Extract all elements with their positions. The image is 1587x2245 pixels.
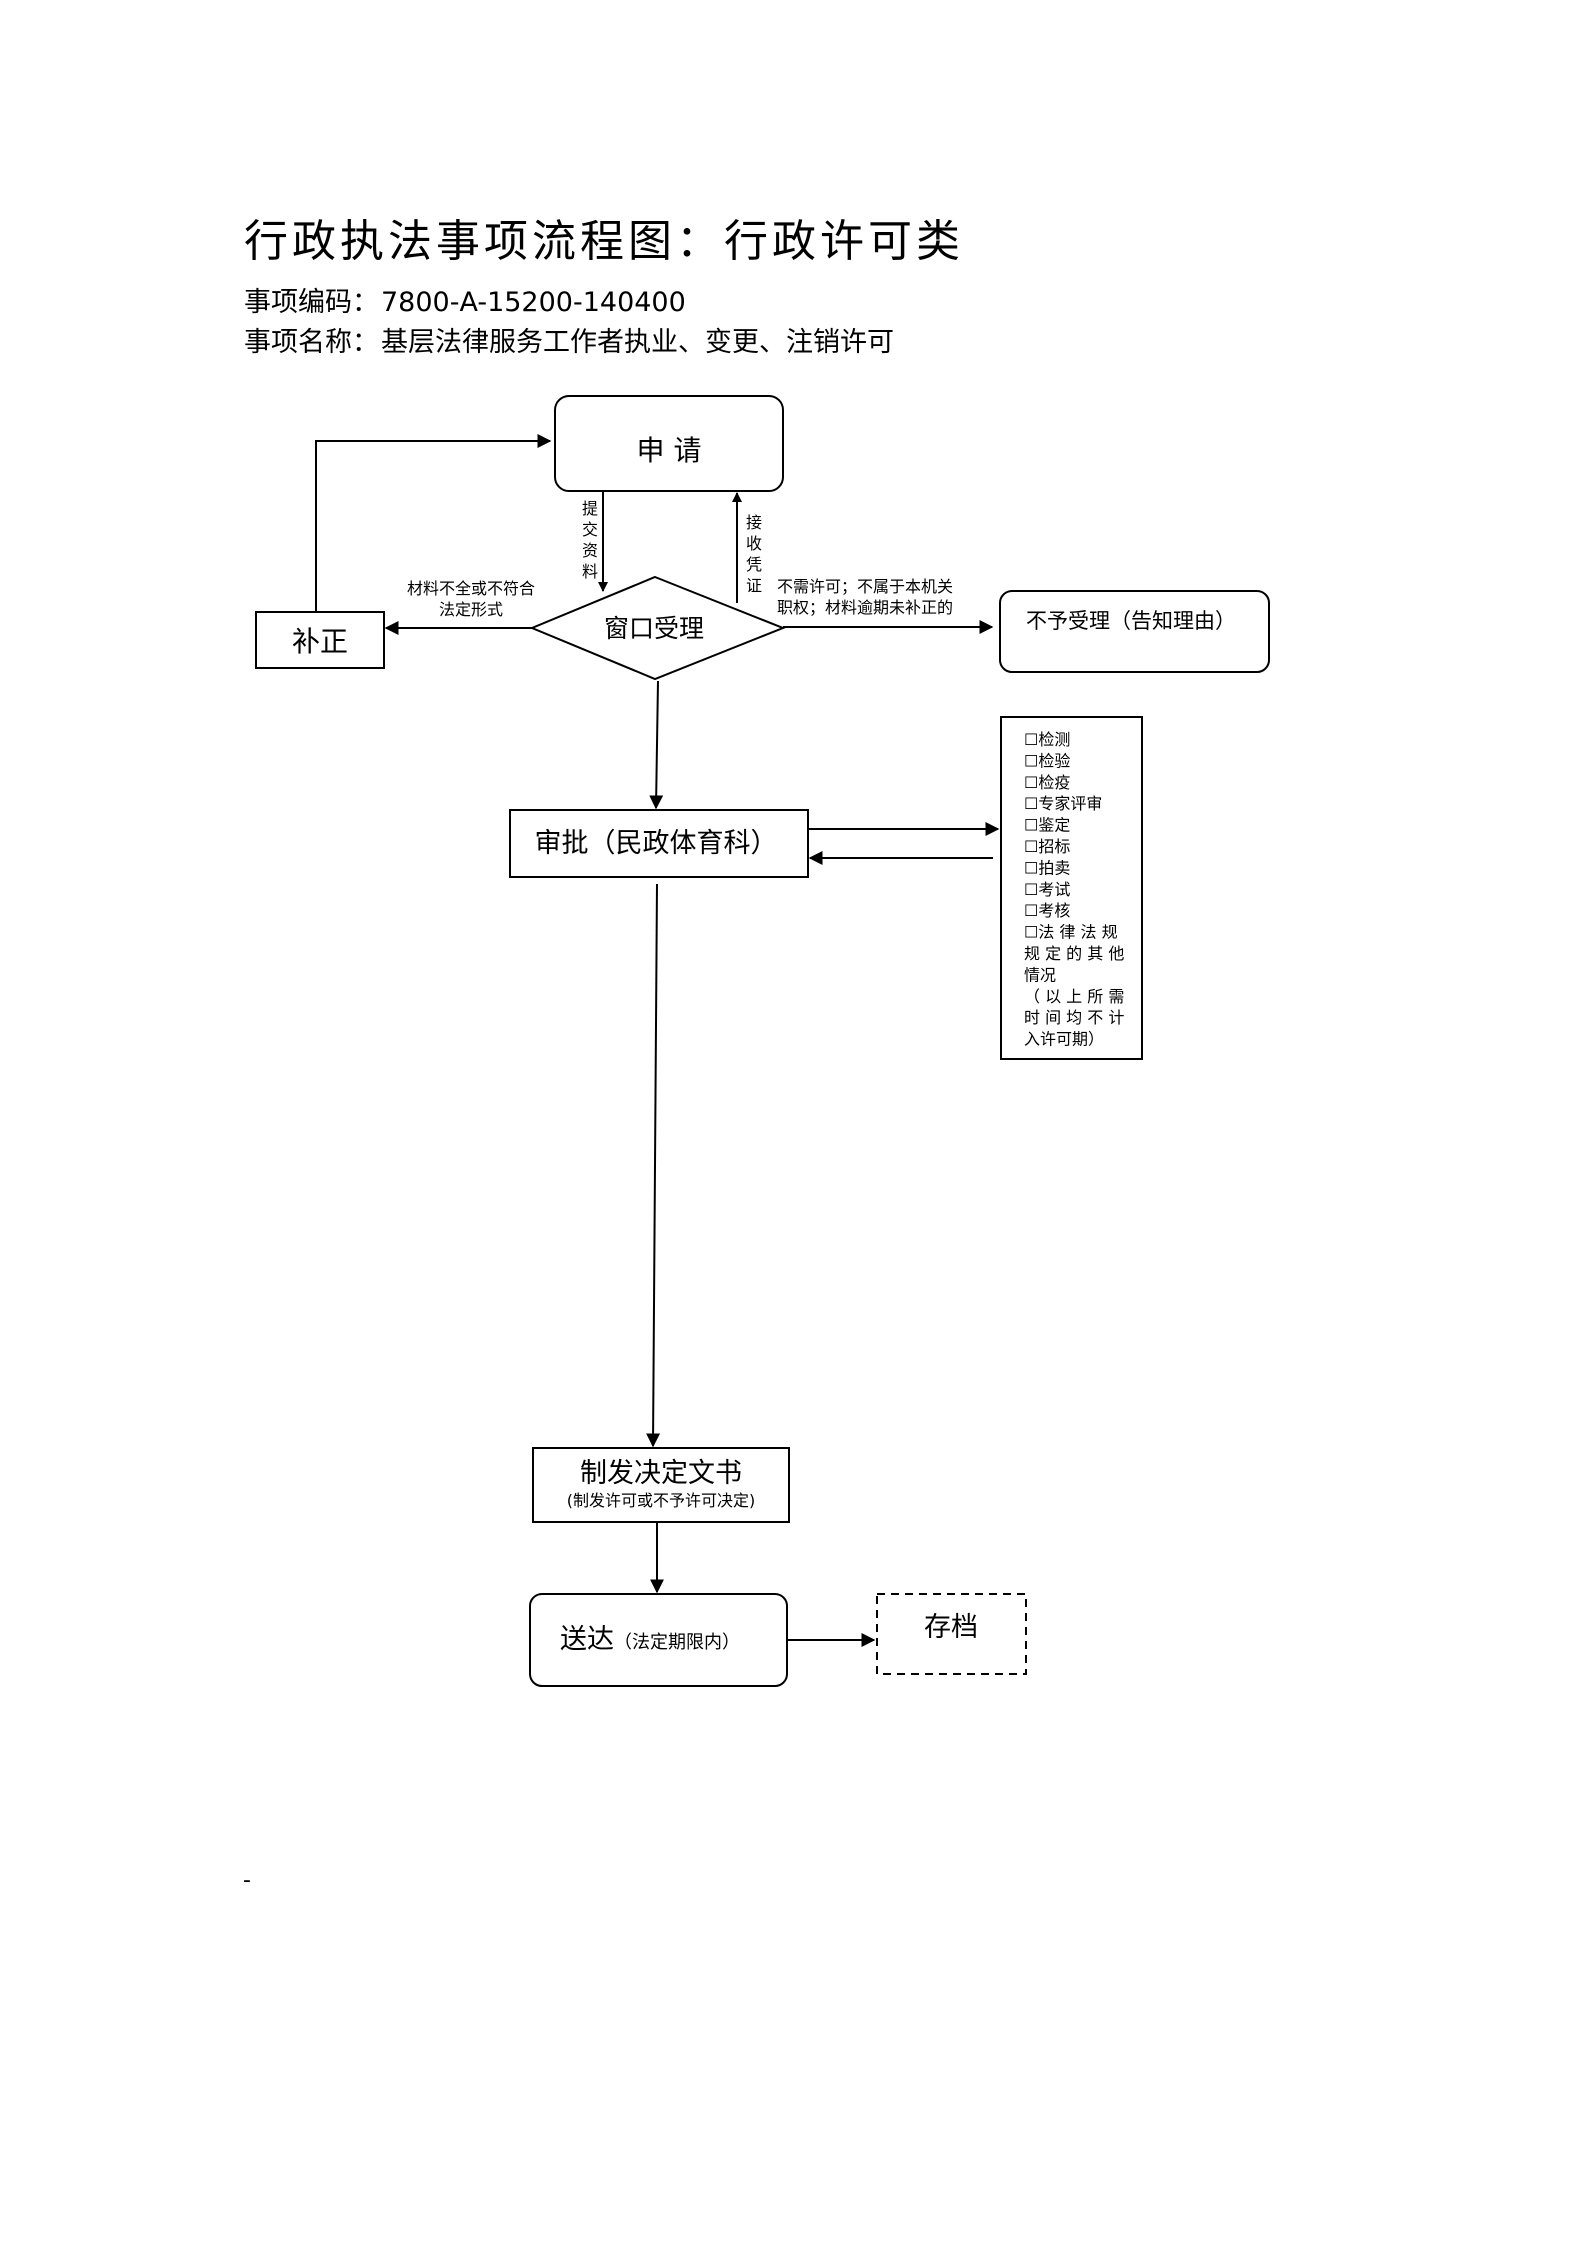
node-apply [554,395,784,492]
checklist-item: ☐专家评审 [1024,794,1102,813]
node-window-label: 窗口受理 [604,614,704,643]
checklist-item: ☐招标 [1024,837,1070,856]
edge-label-incomplete-2: 法定形式 [439,600,503,619]
edge-label-receipt-char: 收 [746,534,762,553]
node-apply-label: 申 请 [637,434,702,467]
edge-label-receipt-char: 接 [746,513,762,532]
checklist-item: ☐检疫 [1024,773,1070,792]
item-name-value: 基层法律服务工作者执业、变更、注销许可 [381,327,894,358]
node-approve-label: 审批（民政体育科） [535,828,778,859]
checklist-item: 情况 [1024,965,1056,984]
edge-label-not-accept-1: 不需许可；不属于本机关 [777,577,953,596]
checklist-item: 入许可期） [1024,1030,1104,1049]
checklist-item: ☐检测 [1024,730,1070,749]
checklist-item: ☐拍卖 [1024,858,1070,877]
checklist-item: （ 以 上 所 需 [1024,987,1124,1006]
edge-label-receipt-char: 证 [746,576,762,595]
checklist-item: ☐鉴定 [1024,816,1070,835]
node-deliver-note: （法定期限内） [614,1632,740,1653]
edge-label-submit-char: 料 [582,562,598,581]
item-code-label: 事项编码： [244,287,379,318]
edge-label-submit-char: 交 [582,520,598,539]
node-reject-label: 不予受理（告知理由） [1026,609,1236,633]
edge-label-submit-char: 资 [582,541,598,560]
node-deliver-main: 送达 [560,1624,614,1655]
node-archive [876,1593,1027,1675]
edge-label-receipt-char: 凭 [746,555,762,574]
node-decision-label: 制发决定文书 [580,1458,742,1489]
checklist-item: ☐法 律 法 规 [1024,923,1118,942]
checklist-box [1000,716,1143,1060]
item-name-label: 事项名称： [244,327,379,358]
node-correct [255,611,385,669]
node-approve [509,809,809,878]
checklist-item: 规 定 的 其 他 [1024,944,1124,963]
edge-window-to-approve [649,680,664,810]
checklist-lines: ☐检测 ☐检验 ☐检疫 ☐专家评审 ☐鉴定 ☐招标 ☐拍卖 ☐考试 ☐考核 ☐法 律 法 规规 定… [1024,730,1124,1049]
item-code-value: 7800-A-15200-140400 [381,287,686,318]
edge-correct-to-apply [315,434,552,612]
checklist-item: ☐检验 [1024,751,1070,770]
node-decision [532,1447,790,1523]
node-deliver-label: 送达（法定期限内） [560,1624,740,1655]
stray-mark: - [243,1868,251,1893]
edge-approve-to-decision [646,883,661,1448]
checklist-item: ☐考试 [1024,880,1070,899]
page-title: 行政执法事项流程图：行政许可类 [244,216,964,267]
edge-label-not-accept-2: 职权；材料逾期未补正的 [777,598,953,617]
checklist-item: ☐考核 [1024,901,1070,920]
edge-label-incomplete-1: 材料不全或不符合 [407,579,535,598]
checklist-item: 时 间 均 不 计 [1024,1008,1124,1027]
edge-label-submit-char: 提 [582,499,598,518]
item-name: 事项名称：基层法律服务工作者执业、变更、注销许可 [244,320,894,359]
node-correct-label: 补正 [292,625,348,658]
item-code: 事项编码：7800-A-15200-140400 [244,280,686,319]
node-window [529,575,786,681]
node-decision-note: (制发许可或不予许可决定) [567,1491,756,1510]
node-archive-label: 存档 [924,1612,978,1643]
node-reject [999,590,1270,673]
